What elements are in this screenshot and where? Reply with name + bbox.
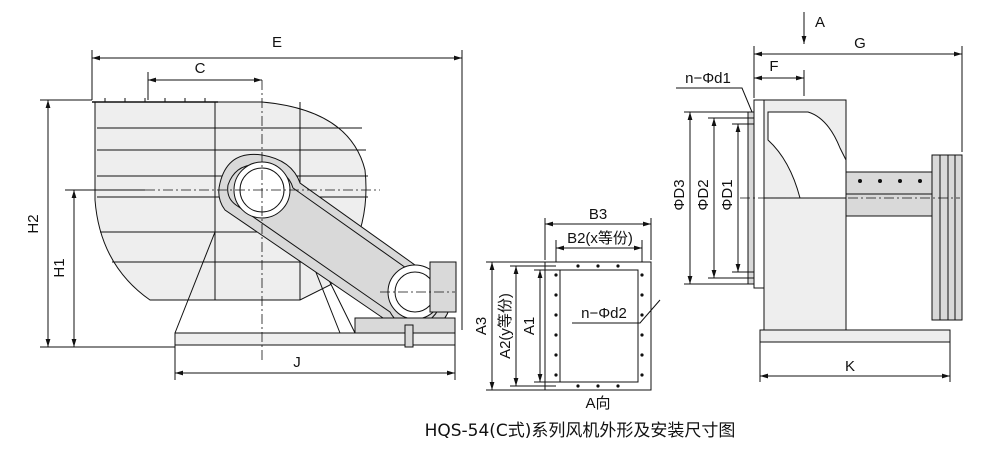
view-A-marker: A bbox=[815, 14, 825, 31]
dim-D3: ΦD3 bbox=[671, 179, 688, 210]
dim-K: K bbox=[845, 358, 855, 375]
holes-d1: n−Φd1 bbox=[685, 70, 731, 87]
dim-H1: H1 bbox=[51, 258, 68, 277]
dim-E: E bbox=[272, 34, 282, 51]
dim-C: C bbox=[195, 60, 206, 77]
front-base bbox=[759, 329, 951, 343]
outlet-bolt-holes bbox=[554, 264, 644, 388]
outlet-flange bbox=[544, 261, 652, 391]
front-view: A G F n−Φd1 ΦD3 ΦD2 ΦD1 bbox=[671, 12, 963, 382]
dim-H2: H2 bbox=[25, 214, 42, 233]
dim-G: G bbox=[854, 35, 866, 52]
motor bbox=[429, 261, 457, 313]
view-A-label: A向 bbox=[585, 395, 610, 412]
outlet-view: B3 B2(x等份) A3 A2(y等份) A1 n bbox=[473, 206, 661, 412]
dim-D1: ΦD1 bbox=[719, 179, 736, 210]
dim-J: J bbox=[293, 354, 301, 371]
base-plate bbox=[174, 332, 456, 346]
dim-B3: B3 bbox=[589, 206, 607, 223]
dim-A1: A1 bbox=[521, 317, 538, 335]
dim-D2: ΦD2 bbox=[695, 179, 712, 210]
dim-A2: A2(y等份) bbox=[496, 293, 514, 359]
dim-A3: A3 bbox=[473, 317, 490, 335]
dim-F: F bbox=[769, 58, 778, 75]
side-view: E C H2 H1 J bbox=[25, 34, 463, 380]
drive-pulley bbox=[931, 154, 963, 321]
dim-B2: B2(x等份) bbox=[567, 229, 633, 247]
drawing-caption: HQS-54(C式)系列风机外形及安装尺寸图 bbox=[425, 421, 736, 441]
holes-d2: n−Φd2 bbox=[581, 305, 627, 322]
